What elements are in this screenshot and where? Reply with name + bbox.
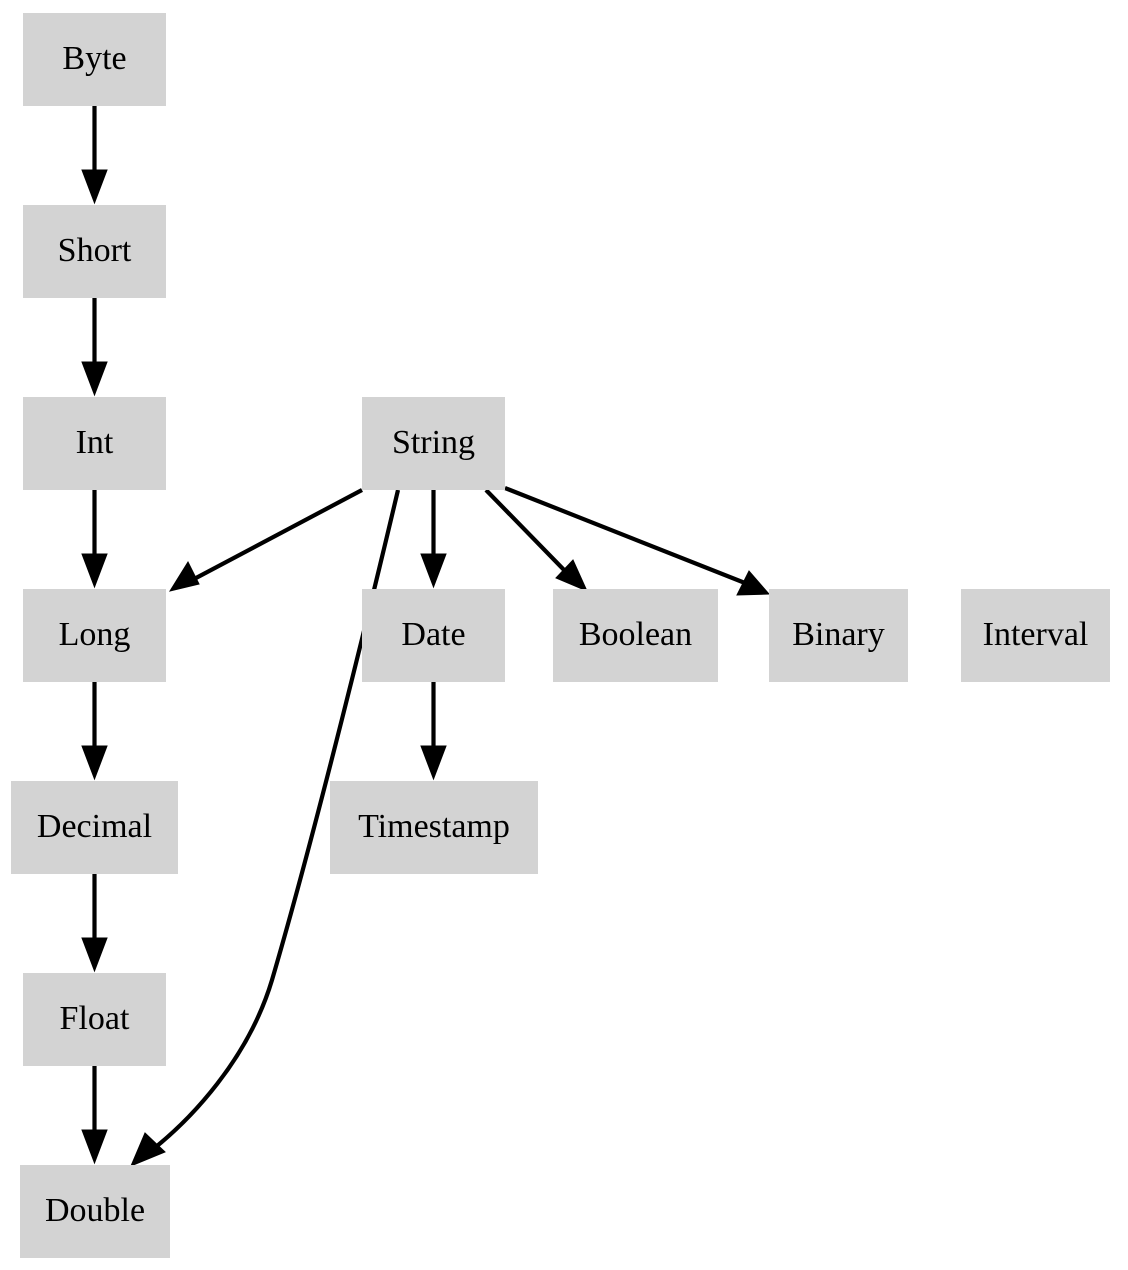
node-decimal-label: Decimal — [37, 808, 152, 845]
node-boolean-box[interactable] — [553, 589, 718, 682]
node-date-label: Date — [401, 616, 465, 653]
node-boolean[interactable]: Boolean — [553, 589, 718, 682]
node-interval[interactable]: Interval — [961, 589, 1110, 682]
node-long-label: Long — [59, 616, 131, 653]
node-long-box[interactable] — [23, 589, 166, 682]
node-timestamp-box[interactable] — [330, 781, 538, 874]
edge-float-double — [81, 1066, 108, 1165]
node-int-label: Int — [76, 424, 114, 461]
edge-string-date — [420, 490, 447, 589]
node-timestamp-label: Timestamp — [358, 808, 510, 845]
node-interval-box[interactable] — [961, 589, 1110, 682]
node-binary-box[interactable] — [769, 589, 908, 682]
node-decimal[interactable]: Decimal — [11, 781, 178, 874]
node-int-box[interactable] — [23, 397, 166, 490]
node-timestamp[interactable]: Timestamp — [330, 781, 538, 874]
node-byte-label: Byte — [62, 40, 126, 77]
edge-date-timestamp — [420, 682, 447, 781]
node-binary[interactable]: Binary — [769, 589, 908, 682]
node-layer: Byte Short Int Long Decimal Float Double — [11, 13, 1110, 1258]
node-byte[interactable]: Byte — [23, 13, 166, 106]
node-decimal-box[interactable] — [11, 781, 178, 874]
node-byte-box[interactable] — [23, 13, 166, 106]
node-string-box[interactable] — [362, 397, 505, 490]
edge-string-long — [168, 488, 363, 592]
edge-long-decimal — [81, 682, 108, 781]
node-string[interactable]: String — [362, 397, 505, 490]
node-short-label: Short — [58, 232, 132, 269]
edge-string-binary — [504, 486, 771, 596]
node-boolean-label: Boolean — [579, 616, 692, 653]
edge-short-int — [81, 298, 108, 397]
node-string-label: String — [392, 424, 475, 461]
node-binary-label: Binary — [792, 616, 885, 653]
node-date[interactable]: Date — [362, 589, 505, 682]
node-double[interactable]: Double — [20, 1165, 170, 1258]
node-short[interactable]: Short — [23, 205, 166, 298]
node-double-label: Double — [45, 1192, 145, 1229]
node-float-box[interactable] — [23, 973, 166, 1066]
node-float[interactable]: Float — [23, 973, 166, 1066]
edge-string-boolean — [484, 488, 588, 592]
node-interval-label: Interval — [983, 616, 1089, 653]
node-int[interactable]: Int — [23, 397, 166, 490]
node-long[interactable]: Long — [23, 589, 166, 682]
edge-int-long — [81, 490, 108, 589]
node-short-box[interactable] — [23, 205, 166, 298]
edge-decimal-float — [81, 874, 108, 973]
node-double-box[interactable] — [20, 1165, 170, 1258]
edge-byte-short — [81, 106, 108, 205]
node-float-label: Float — [60, 1000, 130, 1037]
node-date-box[interactable] — [362, 589, 505, 682]
